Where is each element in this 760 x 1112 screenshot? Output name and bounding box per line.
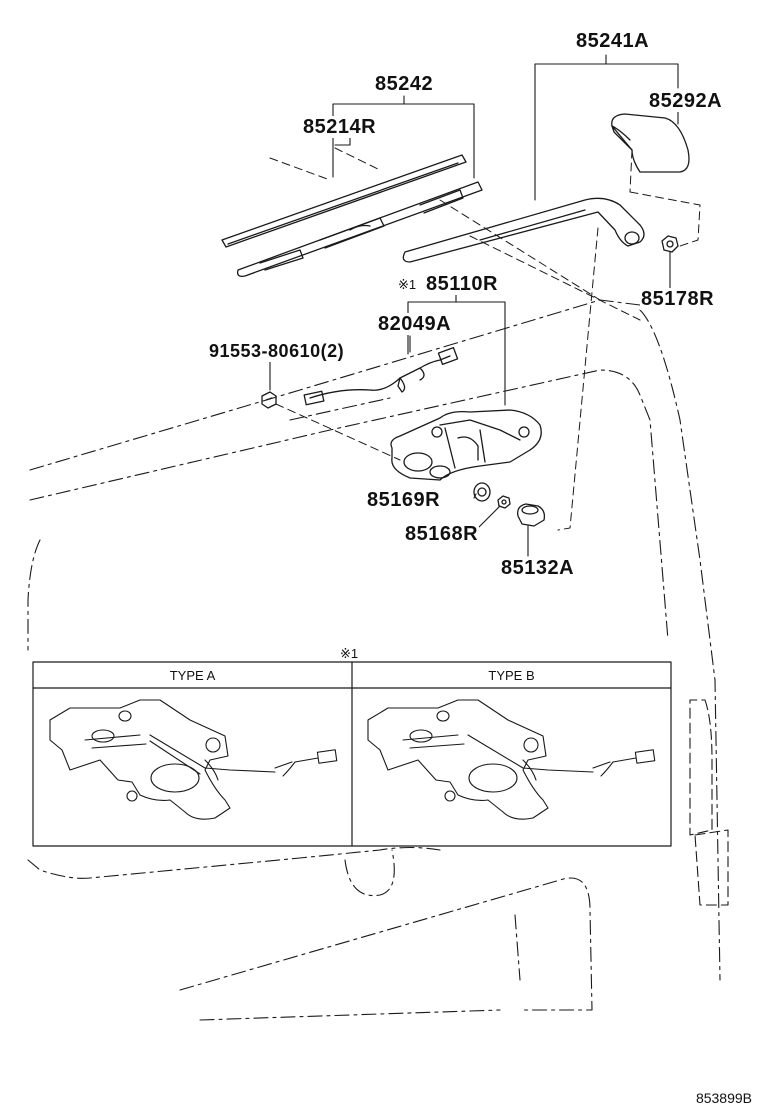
label-91553-80610[interactable]: 91553-80610(2) — [208, 340, 346, 362]
motor-nut[interactable] — [497, 495, 511, 509]
wiper-blade-assembly[interactable] — [237, 181, 483, 278]
label-85178R[interactable]: 85178R — [640, 288, 716, 310]
type-a-motor-illustration — [49, 699, 338, 820]
wiper-motor[interactable] — [390, 409, 542, 481]
type-comparison-box — [32, 661, 672, 847]
label-85169R[interactable]: 85169R — [366, 489, 442, 511]
wiper-arm[interactable] — [402, 197, 645, 263]
label-85292A[interactable]: 85292A — [648, 90, 724, 112]
wiper-blade-rubber[interactable] — [221, 154, 467, 248]
vehicle-body-outline — [27, 299, 721, 1021]
label-85242[interactable]: 85242 — [374, 73, 435, 95]
wiring-connector[interactable] — [303, 346, 459, 406]
label-85241A[interactable]: 85241A — [575, 30, 651, 52]
wiper-arm-cap[interactable] — [611, 113, 690, 173]
type-a-heading: TYPE A — [169, 668, 216, 683]
label-82049A[interactable]: 82049A — [377, 313, 453, 335]
rear-lamp-outline — [689, 699, 729, 906]
label-85132A[interactable]: 85132A — [500, 557, 576, 579]
grommet[interactable] — [473, 482, 491, 502]
mounting-screw[interactable] — [261, 391, 277, 409]
note-mark-motor: ※1 — [398, 277, 417, 292]
label-85168R[interactable]: 85168R — [404, 523, 480, 545]
label-85214R[interactable]: 85214R — [302, 116, 378, 138]
diagram-code: 853899B — [695, 1090, 752, 1106]
label-85110R[interactable]: 85110R — [425, 273, 499, 295]
type-b-heading: TYPE B — [488, 668, 535, 683]
type-b-motor-illustration — [367, 699, 656, 820]
arm-nut[interactable] — [661, 235, 679, 253]
pivot-cap[interactable] — [517, 503, 546, 527]
note-mark-box: ※1 — [340, 646, 359, 661]
